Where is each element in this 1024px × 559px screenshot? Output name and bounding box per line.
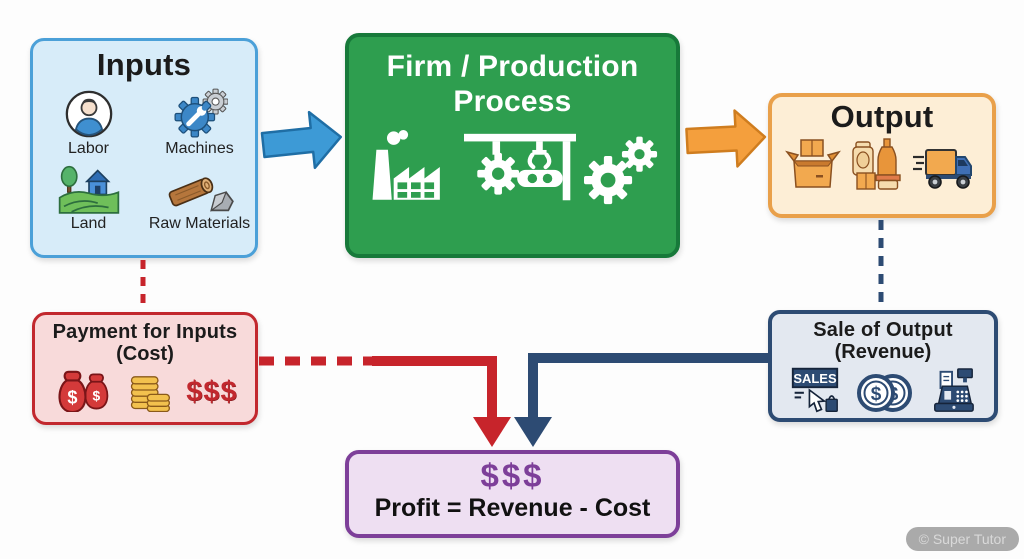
raw-materials-label: Raw Materials [148,215,251,232]
raw-materials-icon [168,177,234,212]
svg-text:$: $ [68,387,78,407]
output-title: Output [830,99,934,134]
payment-subtitle: (Cost) [116,343,174,365]
profit-box: $$$ Profit = Revenue - Cost [345,450,680,538]
input-item-land: Land [33,160,144,233]
labor-label: Labor [68,140,109,157]
factory-icon [372,129,441,200]
svg-text:$: $ [871,384,882,405]
cash-register-icon [934,368,974,412]
profit-formula: Profit = Revenue - Cost [374,494,651,523]
land-label: Land [70,215,107,232]
inputs-grid: Labor [33,85,255,233]
output-box: Output [768,93,996,218]
firm-to-output-arrow [685,109,767,168]
gears-icon [583,136,657,204]
payment-to-profit-arrow [259,356,511,447]
cost-dollars-text: $$$ [186,376,238,408]
money-bags-icon: $ $ [58,370,109,412]
svg-text:SALES: SALES [793,371,837,386]
input-item-labor: Labor [33,85,144,158]
land-icon [58,165,119,214]
payment-title: Payment for Inputs [52,321,238,343]
inputs-to-firm-arrow [260,110,343,170]
revenue-coins-icon: $ $ [857,374,912,412]
sale-box: Sale of Output (Revenue) SALES $ $ [768,310,998,422]
delivery-truck-icon [913,149,972,189]
watermark-badge: © Super Tutor [905,527,1019,551]
packaged-goods-icon [852,138,901,190]
sale-to-profit-arrow [514,353,768,447]
sale-title: Sale of Output [813,319,953,341]
input-item-raw-materials: Raw Materials [144,160,255,233]
labor-icon [65,90,112,138]
boxes-icon [785,139,841,188]
sale-subtitle: (Revenue) [834,341,932,363]
machines-icon [173,88,228,138]
svg-text:$: $ [93,387,101,403]
input-item-machines: Machines [144,85,255,158]
profit-dollars-text: $$$ [480,457,545,494]
inputs-title: Inputs [96,47,192,82]
inputs-box: Inputs Labor [30,38,258,258]
payment-box: Payment for Inputs (Cost) $ $ [32,312,258,425]
coins-stack-icon [131,376,171,412]
firm-title: Firm / Production Process [386,50,639,119]
firm-box: Firm / Production Process [345,33,680,258]
machines-label: Machines [165,140,234,157]
assembly-line-icon [463,133,576,201]
sales-sign-icon: SALES [791,367,839,413]
